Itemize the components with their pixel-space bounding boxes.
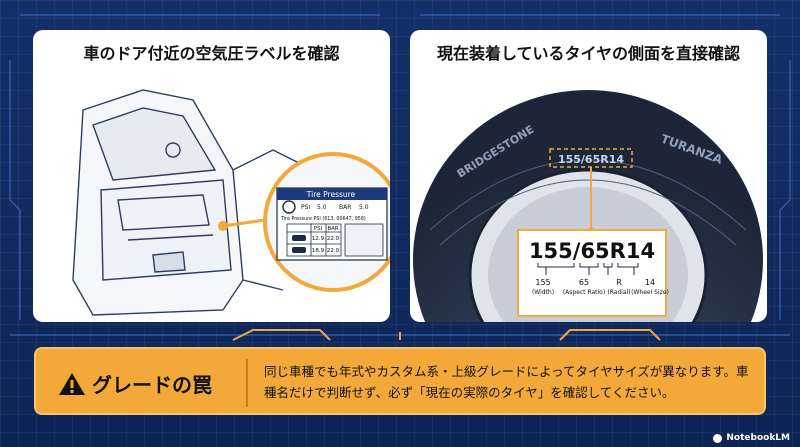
door-label-title: 車のドア付近の空気圧ラベルを確認 bbox=[83, 44, 340, 63]
part-radial-desc: (Radial) bbox=[607, 289, 630, 296]
brand-watermark: NotebookLM bbox=[713, 433, 790, 443]
banner-text: 同じ車種でも年式やカスタム系・上級グレードによってタイヤサイズが異なります。車種… bbox=[264, 364, 749, 400]
callout-size: 155/65R14 bbox=[529, 239, 655, 263]
label-row2-psi: 18.9 bbox=[312, 248, 325, 254]
warning-banner: グレードの罠 同じ車種でも年式やカスタム系・上級グレードによってタイヤサイズが異… bbox=[34, 347, 766, 415]
size-callout bbox=[517, 229, 667, 317]
tire-sidewall-panel: 現在装着しているタイヤの側面を直接確認 BRIDGESTONE TURANZA … bbox=[410, 30, 767, 322]
banner-divider bbox=[246, 359, 248, 407]
warning-icon bbox=[59, 372, 85, 395]
car-front-icon bbox=[292, 235, 306, 241]
part-width-value: 155 bbox=[535, 278, 550, 287]
label-col-psi: PSI bbox=[314, 226, 323, 232]
label-bar-text: BAR bbox=[339, 204, 351, 211]
label-line2: Tire Pressure PSI (613, 00647, 958) bbox=[280, 216, 366, 222]
tire-size-on-wall: 155/65R14 bbox=[558, 153, 624, 166]
label-row1-psi: 12.9 bbox=[312, 236, 325, 242]
label-row1-bar: 22.0 bbox=[327, 236, 340, 242]
brand-logo-icon bbox=[713, 433, 723, 443]
brand-name: NotebookLM bbox=[726, 433, 790, 443]
label-header: Tire Pressure bbox=[306, 190, 356, 199]
tire-icon bbox=[282, 200, 296, 214]
label-row2-bar: 22.0 bbox=[327, 248, 340, 254]
banner-heading: グレードの罠 bbox=[58, 369, 212, 398]
label-bar-val: 5.0 bbox=[359, 204, 369, 211]
part-width-desc: (Width) bbox=[532, 289, 554, 296]
part-wheel-desc: (Wheel Size) bbox=[631, 289, 669, 296]
banner-title: グレードの罠 bbox=[92, 373, 212, 397]
car-rear-icon bbox=[292, 247, 306, 253]
label-col-bar: BAR bbox=[327, 226, 339, 232]
door-label-panel: 車のドア付近の空気圧ラベルを確認 Tire Pressure PSI 5.0 B… bbox=[33, 30, 390, 322]
label-psi-val: 5.0 bbox=[317, 204, 327, 211]
part-wheel-value: 14 bbox=[645, 278, 655, 287]
car-door-illustration: Tire Pressure PSI 5.0 BAR 5.0 Tire Press… bbox=[72, 89, 390, 316]
part-aspect-desc: (Aspect Ratio) bbox=[563, 289, 605, 296]
label-psi-text: PSI bbox=[301, 204, 310, 211]
part-aspect-value: 65 bbox=[579, 278, 589, 287]
tire-sidewall-title: 現在装着しているタイヤの側面を直接確認 bbox=[436, 44, 741, 63]
part-radial-value: R bbox=[616, 278, 622, 287]
tire-illustration: BRIDGESTONE TURANZA 155/65R14 155/65R14 … bbox=[413, 90, 763, 322]
